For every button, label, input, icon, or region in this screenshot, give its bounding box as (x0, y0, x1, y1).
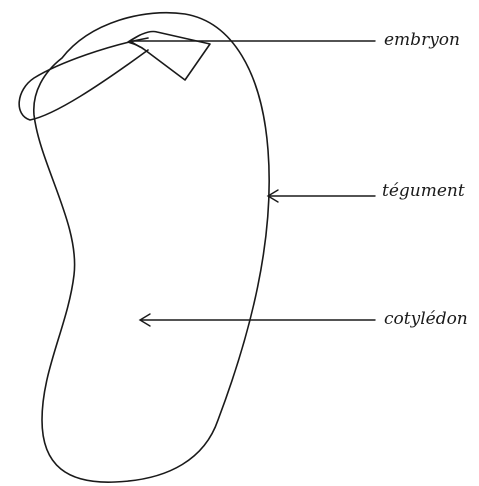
embryo-label: embryon (384, 30, 460, 50)
cotyledon-label: cotylédon (384, 309, 468, 329)
tegument-label: tégument (382, 181, 465, 201)
seed-coat-outline (34, 13, 269, 482)
embryo-radicle (19, 38, 148, 120)
